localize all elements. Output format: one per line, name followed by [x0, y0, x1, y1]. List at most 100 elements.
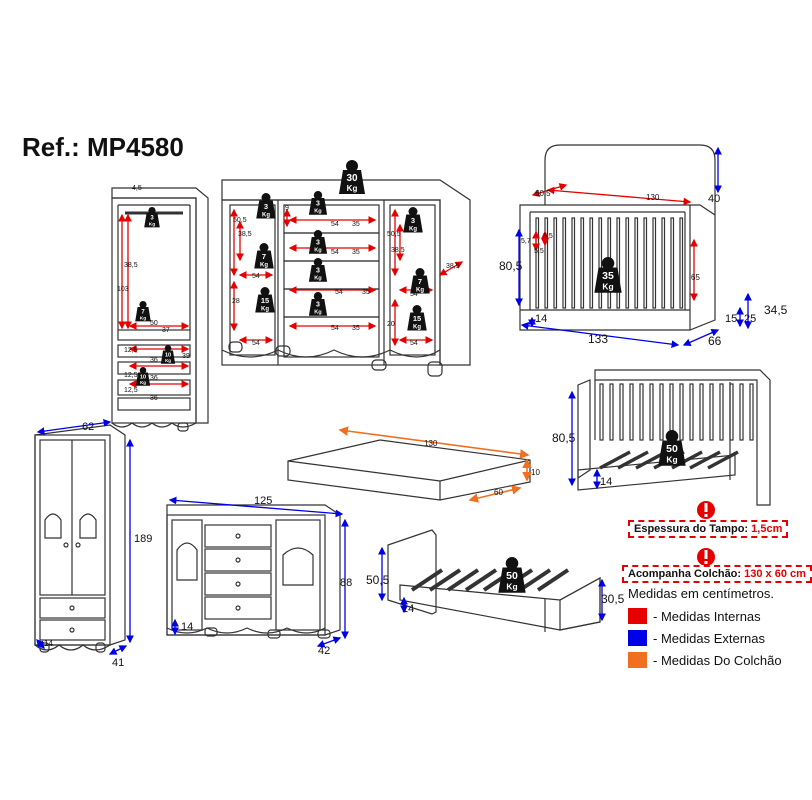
- dim-label: 10: [531, 468, 540, 477]
- dim-label: 88: [340, 577, 352, 589]
- dim-label: 35: [352, 221, 360, 228]
- mattress-warning: Acompanha Colchão: 130 x 60 cm: [622, 565, 812, 583]
- wardrobe-closed-drawing: [34, 424, 126, 653]
- weight-value: 3: [411, 216, 415, 225]
- dim-label: 14: [402, 603, 414, 615]
- weight-unit: Kg: [165, 358, 171, 363]
- legend-label: - Medidas Internas: [653, 608, 761, 624]
- tabletop-warning-value: 1,5cm: [751, 523, 783, 535]
- dresser-closed-drawing: [166, 504, 341, 639]
- dim-label: 42: [318, 645, 330, 657]
- dim-label: 50,5: [366, 573, 390, 587]
- dim-label: 65: [691, 273, 700, 282]
- weight-unit: Kg: [140, 380, 146, 385]
- weight-badge: 3Kg: [308, 191, 328, 215]
- mattress-warning-value: 130 x 60 cm: [744, 568, 806, 580]
- dim-label: 54: [335, 289, 343, 296]
- dim-label: 35: [352, 325, 360, 332]
- dim-label: 80,5: [499, 259, 523, 273]
- tabletop-warning: Espessura do Tampo: 1,5cm: [628, 520, 789, 538]
- dim-label: 50,5: [233, 217, 247, 224]
- dim-label: 80,5: [552, 431, 576, 445]
- dim-label: 15: [725, 313, 737, 325]
- dim-label: 14: [535, 313, 547, 325]
- weight-value: 10: [140, 375, 146, 381]
- legend-item: - Medidas Internas: [628, 605, 782, 627]
- weight-unit: Kg: [140, 316, 146, 322]
- weight-value: 50: [506, 570, 518, 582]
- legend-title: Medidas em centímetros.: [628, 586, 774, 601]
- weight-value: 30: [346, 173, 358, 184]
- weight-value: 3: [264, 202, 268, 211]
- dim-label: 30,5: [601, 592, 625, 606]
- weight-value: 15: [261, 296, 269, 305]
- reference-title: Ref.: MP4580: [22, 132, 184, 162]
- warning-icon: [697, 548, 715, 566]
- dim-label: 50: [150, 320, 158, 327]
- legend-item: - Medidas Do Colchão: [628, 649, 782, 671]
- dim-label: 189: [134, 533, 152, 545]
- dim-label: 14: [181, 621, 193, 633]
- dim-label: 40: [708, 193, 720, 205]
- warning-icon: [697, 501, 715, 519]
- dim-label: 4,5: [132, 185, 142, 192]
- dim-label: 36: [150, 375, 158, 382]
- weight-badge: 7Kg: [254, 243, 274, 269]
- weight-value: 7: [418, 277, 422, 286]
- dim-label: 20: [387, 321, 395, 328]
- weight-unit: Kg: [314, 310, 322, 316]
- dim-label: 38,5: [238, 231, 252, 238]
- dim-label: 133: [588, 332, 608, 346]
- weight-value: 3: [316, 240, 320, 247]
- dim-label: 12,5: [124, 372, 138, 379]
- legend-swatch: [628, 652, 647, 668]
- weight-value: 50: [666, 443, 678, 455]
- dim-label: 54: [331, 325, 339, 332]
- dim-label: 50,5: [387, 231, 401, 238]
- legend-item: - Medidas Externas: [628, 627, 782, 649]
- dim-label: 37: [162, 327, 170, 334]
- dim-label: 38,5: [124, 262, 138, 269]
- dim-label: 54: [252, 340, 260, 347]
- crib-drawing: [519, 144, 716, 331]
- weight-value: 7: [141, 310, 145, 316]
- dim-label: 35: [362, 289, 370, 296]
- dim-label: 36: [150, 395, 158, 402]
- weight-value: 3: [316, 302, 320, 309]
- bed-drawing: [387, 529, 601, 632]
- dimension-labels: 4,5 38,5 103 50 37 12,5 36 12,5 36 12,5 …: [117, 185, 460, 402]
- weight-unit: Kg: [416, 287, 424, 293]
- tabletop-warning-label: Espessura do Tampo:: [634, 523, 749, 535]
- dim-label: 54: [331, 249, 339, 256]
- legend: Medidas em centímetros. - Medidas Intern…: [628, 586, 782, 671]
- weight-unit: Kg: [149, 222, 155, 228]
- weight-unit: Kg: [262, 212, 270, 218]
- weight-unit: Kg: [261, 306, 269, 312]
- dim-label: 54: [410, 291, 418, 298]
- weight-unit: Kg: [260, 262, 268, 268]
- weight-badge: 3Kg: [308, 258, 328, 282]
- dim-label: 54: [410, 340, 418, 347]
- external-dimension-lines: [36, 146, 752, 655]
- mattress-dimension-lines: [338, 426, 532, 503]
- dim-label: 62: [82, 421, 94, 433]
- external-dimension-labels: 130 10 60 62 189 41 14 125 88 42 14 80,5…: [44, 421, 625, 669]
- weight-badges: 30Kg3Kg7Kg15Kg3Kg3Kg3Kg3Kg3Kg7Kg15Kg3Kg7…: [135, 160, 686, 593]
- legend-label: - Medidas Externas: [653, 630, 765, 646]
- dim-label: 14: [44, 639, 53, 648]
- dim-label: 12,5: [124, 347, 138, 354]
- weight-badge: 3Kg: [256, 193, 276, 219]
- weight-value: 3: [316, 201, 320, 208]
- legend-swatch: [628, 608, 647, 624]
- weight-badge: 3Kg: [403, 207, 423, 233]
- dim-label: 103: [117, 286, 129, 293]
- dim-label: 9: [285, 205, 289, 212]
